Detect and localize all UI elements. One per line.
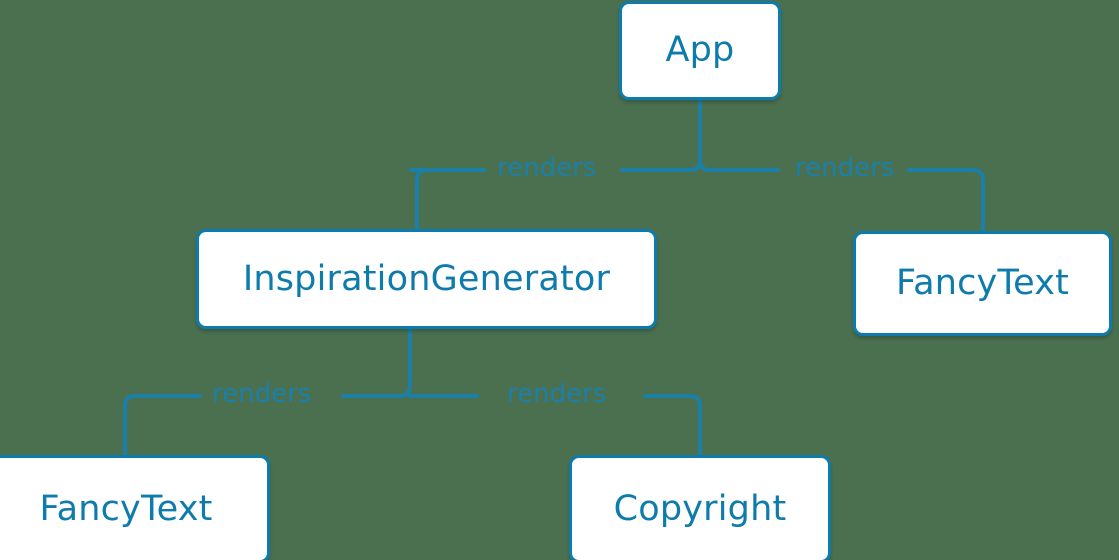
edge-app-to-fancytext-right <box>907 168 985 233</box>
edge-inspiration-to-fancytext <box>123 394 202 457</box>
node-fancytext-right-label: FancyText <box>895 263 1070 303</box>
edge-inspiration-to-copyright <box>643 394 702 457</box>
node-fancytext-right[interactable]: FancyText <box>853 231 1112 336</box>
node-app-label: App <box>665 30 735 70</box>
node-copyright[interactable]: Copyright <box>569 455 831 560</box>
edge-label-app-renders-inspiration: renders <box>497 153 597 183</box>
edge-label-inspiration-renders-copyright: renders <box>507 379 607 409</box>
edge-label-inspiration-renders-fancytext: renders <box>212 379 312 409</box>
node-inspiration-generator-label: InspirationGenerator <box>242 258 611 299</box>
edge-app-to-inspiration <box>409 168 428 231</box>
node-inspiration-generator[interactable]: InspirationGenerator <box>196 229 657 329</box>
node-copyright-label: Copyright <box>613 488 787 529</box>
node-fancytext-bottom-left-label: FancyText <box>39 488 213 529</box>
node-app[interactable]: App <box>619 1 781 100</box>
edge-inspiration-junction-left <box>341 383 412 398</box>
node-fancytext-bottom-left[interactable]: FancyText <box>0 455 270 560</box>
edge-app-junction-left <box>620 158 702 172</box>
edge-app-junction-right <box>698 158 780 172</box>
edge-label-app-renders-fancytext: renders <box>795 153 895 183</box>
